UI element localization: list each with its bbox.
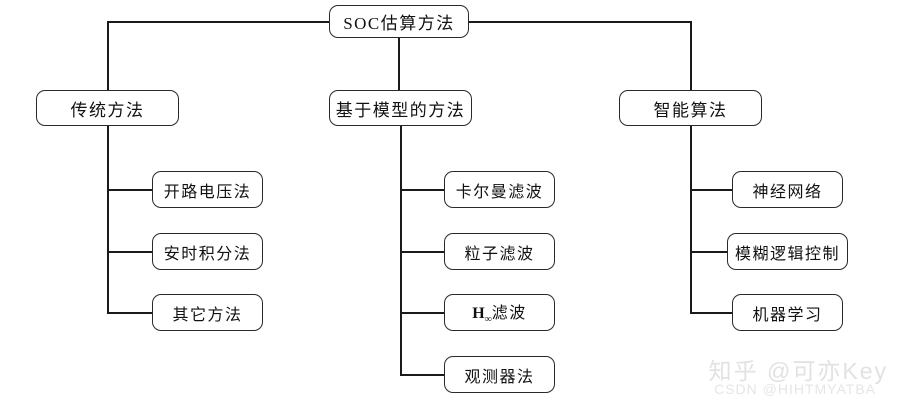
node-leaf-neural-network-label: 神经网络	[752, 183, 823, 201]
connector-left-leaf-1	[107, 189, 153, 191]
connector-right-leaf-3	[690, 312, 732, 314]
node-leaf-particle-filter-label: 粒子滤波	[464, 245, 535, 263]
node-leaf-coulomb-counting-label: 安时积分法	[163, 245, 252, 263]
node-leaf-machine-learning-label: 机器学习	[752, 306, 823, 324]
connector-spine-left	[107, 126, 109, 313]
node-leaf-coulomb-counting[interactable]: 安时积分法	[152, 233, 263, 270]
node-branch-traditional-label: 传统方法	[70, 100, 145, 120]
node-leaf-h-infinity-filter[interactable]: H∞滤波	[444, 294, 555, 331]
connector-root-left-horizontal	[107, 21, 329, 23]
connector-spine-middle	[400, 126, 402, 375]
node-branch-model-based-label: 基于模型的方法	[335, 100, 466, 120]
infinity-subscript-icon: ∞	[484, 314, 492, 326]
node-leaf-observer-method[interactable]: 观测器法	[444, 356, 555, 393]
node-leaf-kalman-filter-label: 卡尔曼滤波	[455, 183, 544, 201]
node-leaf-neural-network[interactable]: 神经网络	[732, 171, 843, 208]
node-leaf-fuzzy-logic-control-label: 模糊逻辑控制	[734, 245, 840, 263]
node-leaf-open-circuit-voltage-label: 开路电压法	[163, 183, 252, 201]
h-symbol: H	[472, 305, 485, 323]
node-leaf-open-circuit-voltage[interactable]: 开路电压法	[152, 171, 263, 208]
connector-middle-leaf-1	[400, 189, 444, 191]
node-leaf-other-methods-label: 其它方法	[172, 306, 243, 324]
watermark-csdn: CSDN @HIHTMYATBA	[714, 381, 876, 397]
connector-root-left-vertical	[107, 21, 109, 97]
connector-middle-leaf-2	[400, 251, 444, 253]
connector-spine-right	[690, 126, 692, 313]
node-leaf-observer-method-label: 观测器法	[464, 368, 535, 386]
connector-middle-leaf-3	[400, 312, 444, 314]
node-leaf-kalman-filter[interactable]: 卡尔曼滤波	[444, 171, 555, 208]
node-branch-traditional[interactable]: 传统方法	[36, 90, 179, 126]
connector-left-leaf-2	[107, 251, 153, 253]
node-root-label: SOC估算方法	[343, 14, 455, 33]
connector-left-leaf-3	[107, 312, 153, 314]
watermark-zhihu: 知乎 @可亦Key	[708, 358, 888, 384]
connector-root-right-vertical	[690, 21, 692, 97]
node-leaf-particle-filter[interactable]: 粒子滤波	[444, 233, 555, 270]
node-leaf-other-methods[interactable]: 其它方法	[152, 294, 263, 331]
node-branch-intelligent-label: 智能算法	[653, 100, 728, 120]
connector-root-right-horizontal	[469, 21, 691, 23]
connector-right-leaf-2	[690, 251, 732, 253]
node-leaf-fuzzy-logic-control[interactable]: 模糊逻辑控制	[727, 233, 848, 270]
connector-right-leaf-1	[690, 189, 732, 191]
connector-root-to-middle	[398, 37, 400, 97]
node-root[interactable]: SOC估算方法	[329, 5, 469, 38]
node-branch-intelligent[interactable]: 智能算法	[619, 90, 762, 126]
node-leaf-machine-learning[interactable]: 机器学习	[732, 294, 843, 331]
node-branch-model-based[interactable]: 基于模型的方法	[329, 90, 472, 126]
node-leaf-h-infinity-filter-label: H∞滤波	[472, 299, 527, 325]
connector-middle-leaf-4	[400, 374, 444, 376]
filter-suffix: 滤波	[491, 305, 527, 323]
